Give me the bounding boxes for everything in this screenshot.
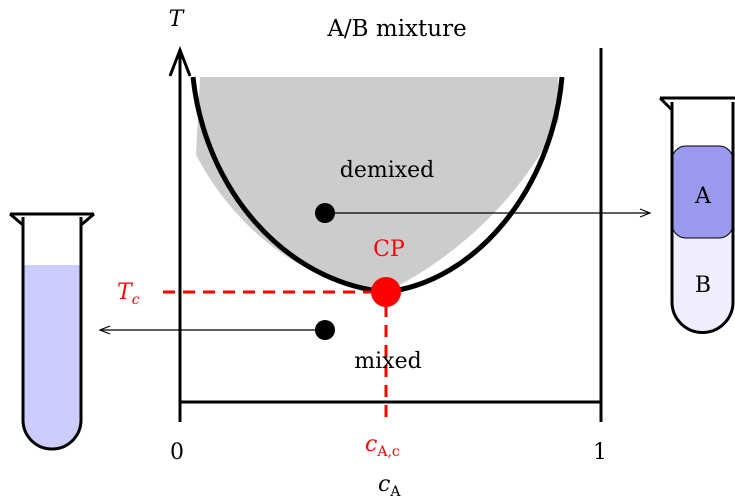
- mixed-tube-lip-right: [80, 212, 95, 227]
- mixed-tube-lip-left: [9, 212, 24, 227]
- mixed-tube-liquid: [23, 265, 81, 449]
- critical-point-marker: [371, 277, 401, 307]
- x-tick-label-one: 1: [593, 440, 607, 465]
- cac-label-sub: A,c: [376, 444, 400, 460]
- y-axis-label: T: [169, 7, 186, 32]
- y-axis-arrowhead: [168, 45, 192, 77]
- tc-label-sub: c: [132, 292, 140, 308]
- cac-label: cA,c: [365, 432, 400, 460]
- phase-b-label: B: [695, 273, 711, 298]
- cac-label-base: c: [365, 432, 377, 457]
- x-axis-label-sub: A: [389, 484, 401, 500]
- demixed-tube-outline: [670, 102, 735, 334]
- demixed-label: demixed: [340, 158, 435, 183]
- critical-point-label: CP: [373, 237, 405, 262]
- phase-b-liquid: [672, 220, 733, 333]
- x-axis-label-base: c: [378, 472, 390, 497]
- phase-a-label: A: [694, 184, 712, 209]
- diagram-title: A/B mixture: [326, 16, 466, 42]
- mixed-tube-outline: [21, 217, 83, 451]
- tc-label: Tc: [117, 280, 140, 308]
- demixed-region: [196, 77, 559, 292]
- mixed-test-tube: [9, 212, 95, 451]
- x-tick-label-zero: 0: [170, 440, 184, 465]
- mixed-label: mixed: [354, 349, 421, 374]
- demixed-test-tube: A B: [658, 96, 735, 334]
- tc-label-base: T: [117, 280, 134, 305]
- x-axis-label: cA: [378, 472, 401, 500]
- demixed-tube-lip: [658, 96, 674, 112]
